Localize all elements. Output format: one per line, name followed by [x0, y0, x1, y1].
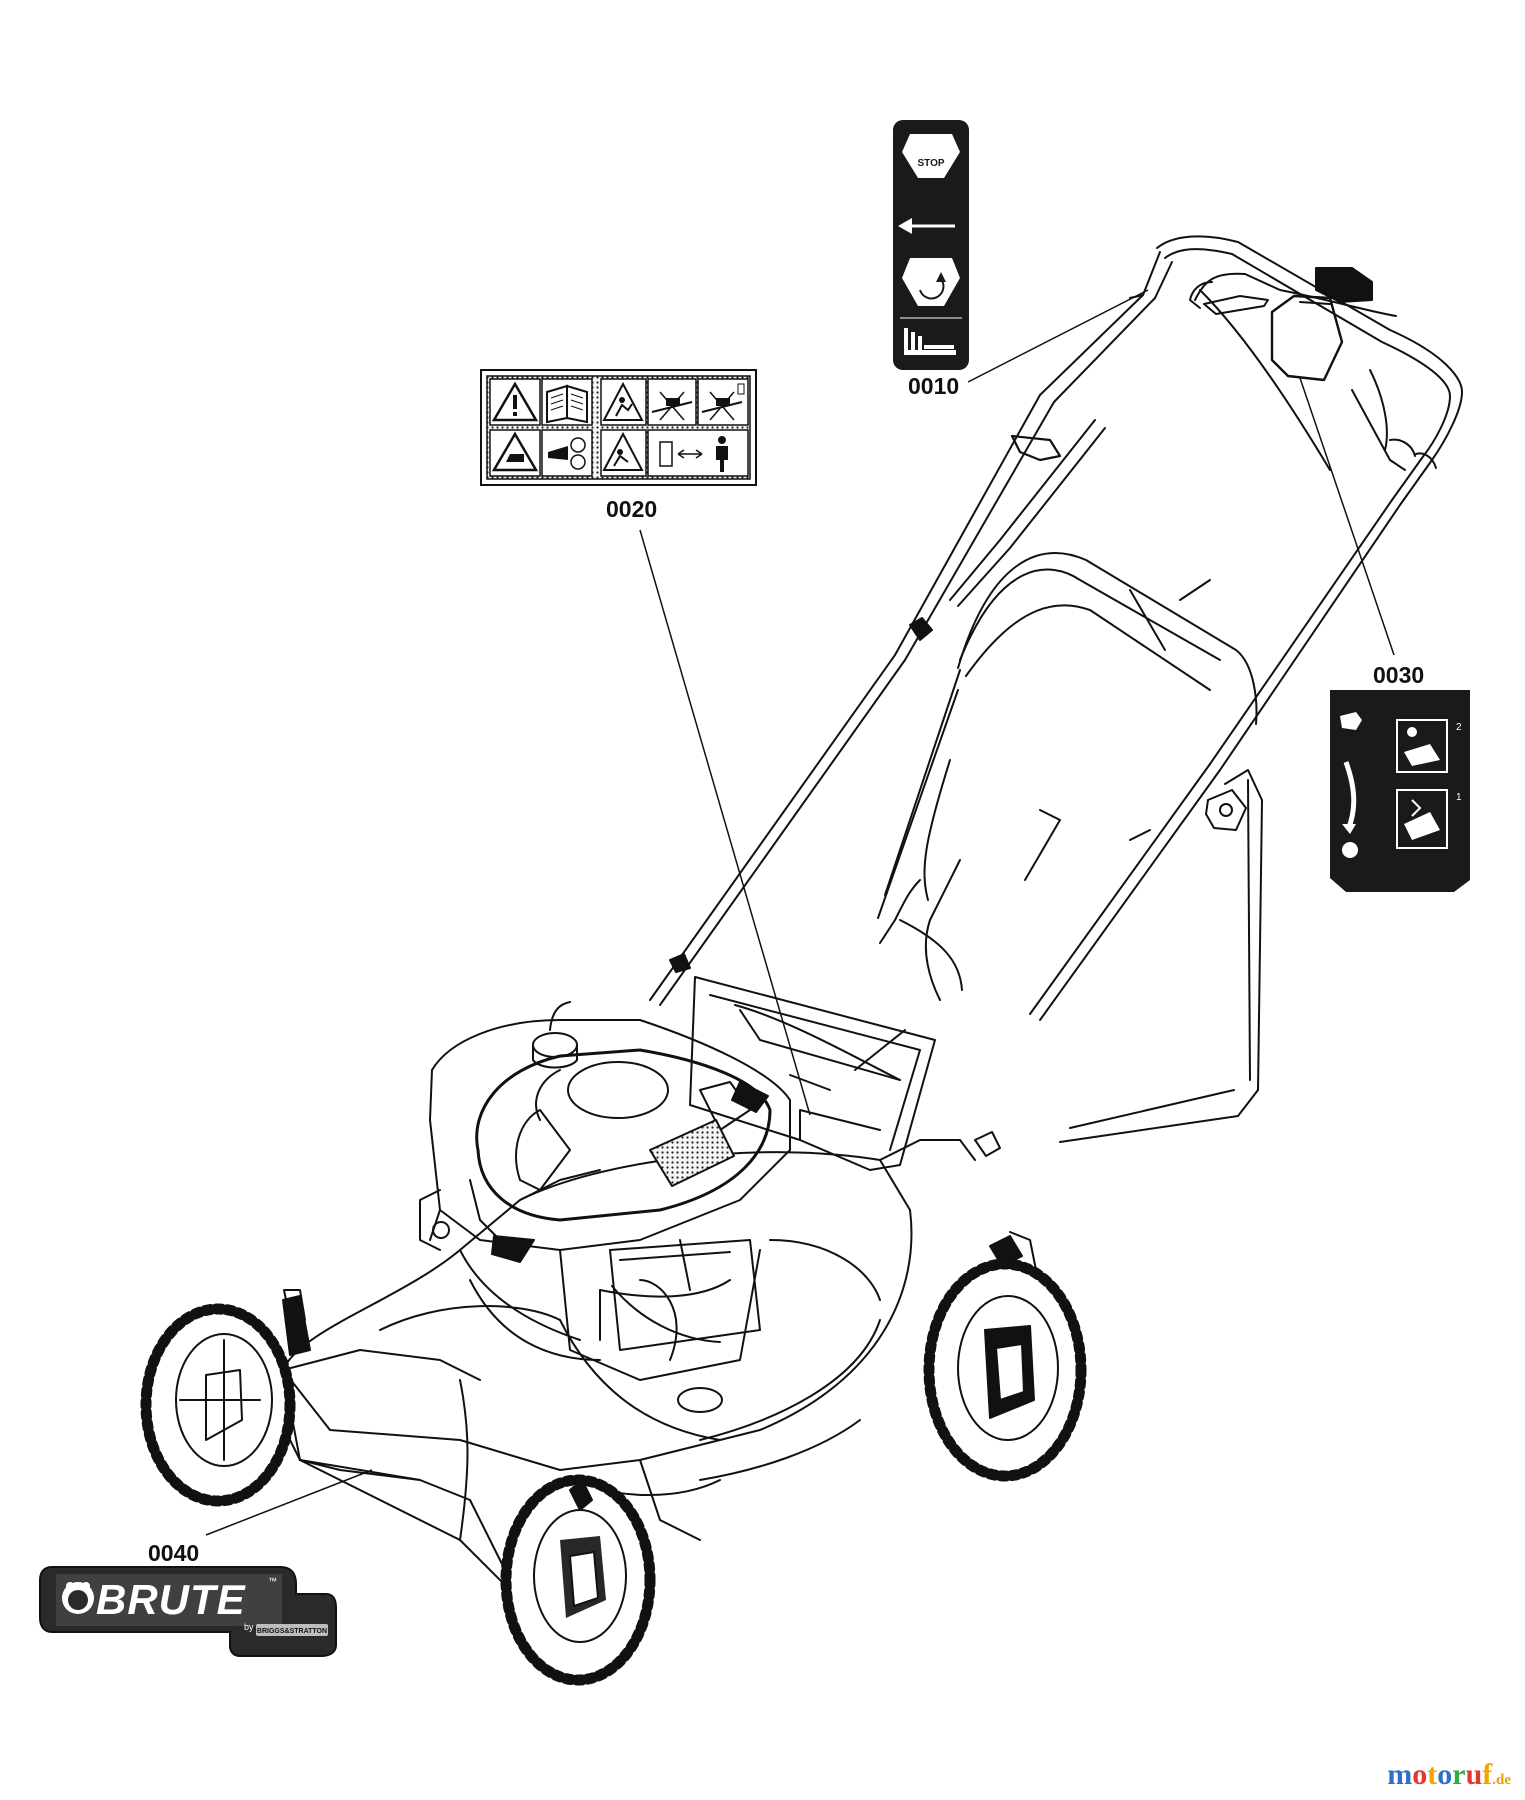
svg-text:STOP: STOP [917, 158, 944, 169]
fuel-icon [541, 429, 593, 477]
svg-text:by: by [244, 1622, 254, 1632]
watermark-letter: o [1437, 1758, 1453, 1791]
person-icon [647, 429, 749, 477]
mower-deck [279, 1139, 976, 1601]
svg-text:2: 2 [1456, 722, 1462, 733]
watermark-tld: .de [1492, 1772, 1511, 1788]
watermark-letter: u [1465, 1758, 1483, 1791]
grass-bag [877, 552, 1263, 1143]
watermark-letter: m [1387, 1758, 1413, 1791]
handle-assembly [649, 235, 1463, 1021]
slope-ok-icon [697, 378, 749, 426]
decal-0030: 2 1 [1330, 690, 1470, 892]
part-0040-callout: 0040 [148, 1469, 373, 1566]
fuel-tank-icon [1340, 712, 1362, 858]
slope-warning-icon [647, 378, 697, 426]
warning-icon [489, 378, 541, 426]
watermark-letter: o [1412, 1758, 1428, 1791]
svg-text:BRIGGS&STRATTON: BRIGGS&STRATTON [257, 1628, 327, 1635]
fuel-warning-icon [489, 429, 541, 477]
manual-icon [541, 378, 593, 426]
stop-icon: STOP [902, 134, 960, 178]
lawn-mower-illustration [140, 235, 1463, 1686]
handle-console [1203, 267, 1373, 382]
svg-text:0040: 0040 [148, 1540, 199, 1566]
svg-text:0030: 0030 [1373, 662, 1424, 688]
bail-bar [1189, 272, 1437, 469]
rear-right-wheel [923, 1231, 1087, 1482]
motoruf-watermark: motoruf.de [1387, 1758, 1511, 1792]
engine [419, 1001, 791, 1381]
bag-frame [854, 859, 963, 1071]
throttle-icon [904, 328, 956, 355]
watermark-letter: r [1452, 1758, 1466, 1791]
engine-grille [649, 1119, 735, 1187]
decal-0020 [480, 369, 757, 486]
handle-knobs [669, 434, 1247, 1157]
svg-text:1: 1 [1456, 792, 1462, 803]
start-icon: 1 [1396, 789, 1462, 849]
svg-text:0010: 0010 [908, 373, 959, 399]
front-left-wheel [140, 1289, 311, 1507]
decal-0040: BRUTE ™ by BRIGGS&STRATTON [39, 1566, 337, 1657]
watermark-letter: t [1427, 1758, 1438, 1791]
prime-icon: 2 [1396, 719, 1462, 773]
engine-run-icon [902, 258, 960, 306]
part-0030-callout: 0030 [1299, 377, 1424, 688]
svg-text:BRUTE: BRUTE [96, 1576, 247, 1623]
bear-logo-icon [62, 1582, 94, 1614]
bystander-icon [600, 378, 647, 426]
front-right-wheel [500, 1474, 656, 1686]
arrow-left-icon [898, 218, 955, 234]
svg-text:0020: 0020 [606, 496, 657, 522]
svg-text:™: ™ [268, 1576, 277, 1586]
watermark-letter: f [1482, 1758, 1493, 1791]
part-0010-callout: 0010 [908, 289, 1149, 399]
blade-warning-icon [600, 429, 647, 477]
part-0020-callout: 0020 [606, 496, 811, 1116]
deck-front-cover [282, 1279, 678, 1541]
decal-0010: STOP [893, 120, 969, 370]
air-filter [609, 1239, 761, 1351]
